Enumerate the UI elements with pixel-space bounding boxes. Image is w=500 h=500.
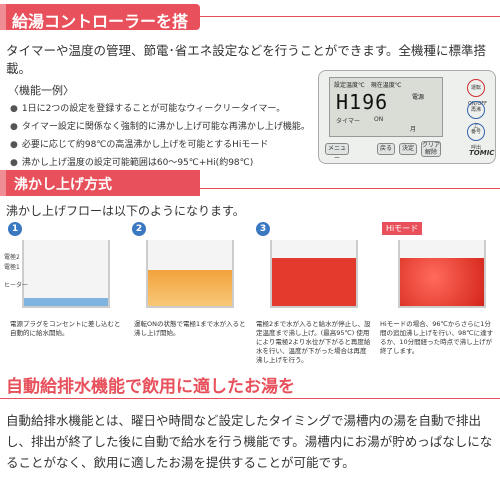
tank-diagram [270,240,358,308]
section2-heading-banner: 沸かし上げ方式 [0,170,200,196]
section1-heading-banner: 給湯コントローラーを搭載 [0,4,200,55]
water-level [148,270,232,306]
menu-button: メニュー [325,143,349,162]
step-panel-2: 2 [126,222,244,316]
step-number-badge: 2 [132,222,146,236]
banner-stripe [0,4,6,30]
bullet-dot-icon: ● [10,140,18,150]
section1-divider [200,16,500,17]
step-panel-1: 1 電極2 電極1 ヒーター [2,222,120,316]
heater-label: ヒーター [4,282,29,289]
lcd-power: 電源 [412,94,425,101]
feature-bullet: ●沸かし上げ温度の設定可能範囲は60～95℃+Hi(約98℃) [10,158,254,168]
section3-paragraph: 自動給排水機能とは、曜日や時間など設定したタイミングで湯槽内の湯を自動で排出し、… [6,413,493,470]
feature-bullet: ●必要に応じて約98℃の高温沸かし上げを可能とするHiモード [10,140,269,150]
tank-diagram [22,240,110,308]
section1-title: 給湯コントローラーを搭載 [12,12,189,55]
banner-stripe [0,170,6,196]
bullet-dot-icon: ● [10,122,18,132]
water-level [272,258,356,306]
call-button: 番号 呼出 [467,123,485,151]
tank-diagram [146,240,234,308]
bullet-dot-icon: ● [10,158,18,168]
controller-image: 設定温度℃ 現在温度℃ H196 電源 タイマー ON 月 メニュー 戻る 決定… [318,70,496,164]
lcd-mode: タイマー [336,118,361,125]
power-button: 運転 ON/OFF [467,79,487,107]
back-button: 戻る [377,143,395,155]
step-caption: Hiモードの場合、96℃からさらに1分間の追加沸し上げを行い、98℃に達するか、… [380,320,494,355]
lcd-on: ON [374,116,384,123]
enter-button: 決定 [399,143,417,155]
bullet-dot-icon: ● [10,104,18,114]
lcd-header: 設定温度℃ 現在温度℃ [334,82,402,89]
features-subheading: 〈機能一例〉 [8,84,74,97]
tank-diagram [398,240,486,308]
tomic-logo: TOMIC [469,149,495,157]
section3-divider [0,398,500,399]
step-caption: 電源プラグをコンセントに差し込むと自動的に給水開始。 [10,320,121,337]
step-caption: 運転ONの状態で電極1まで水が入ると沸し上げ開始。 [134,320,246,337]
electrode2-label: 電極2 [4,254,20,261]
step-number-badge: 3 [256,222,270,236]
hi-mode-badge: Hiモード [382,222,423,235]
water-level [24,298,108,306]
lcd-number: H196 [336,90,389,114]
section2-title: 沸かし上げ方式 [14,177,112,193]
clear-button: クリア 解除 [421,141,441,157]
section3-title: 自動給排水機能で飲用に適したお湯を [6,377,295,397]
water-level [400,258,484,306]
reheat-button: 再沸 上 [467,101,485,129]
electrode1-label: 電極1 [4,264,20,271]
step-panel-3: 3 [250,222,368,316]
step-panel-hi: Hiモード [378,222,496,316]
controller-lcd: 設定温度℃ 現在温度℃ H196 電源 タイマー ON 月 [329,77,443,137]
lcd-day: 月 [410,126,417,133]
step-number-badge: 1 [8,222,22,236]
feature-bullet: ●タイマー設定に関係なく強制的に沸かし上げ可能な再沸かし上げ機能。 [10,122,310,132]
section2-divider [200,188,500,189]
feature-bullet: ●1日に2つの設定を登録することが可能なウィークリータイマー。 [10,104,286,114]
flow-intro: 沸かし上げフローは以下のようになります。 [6,204,245,218]
section1-paragraph: タイマーや温度の管理、節電･省エネ設定などを行うことができます。全機種に標準搭載… [6,43,487,76]
step-caption: 電極2まで水が入ると給水が停止し、設定温度まで沸し上げ。(最高95℃) 使用によ… [256,320,371,364]
